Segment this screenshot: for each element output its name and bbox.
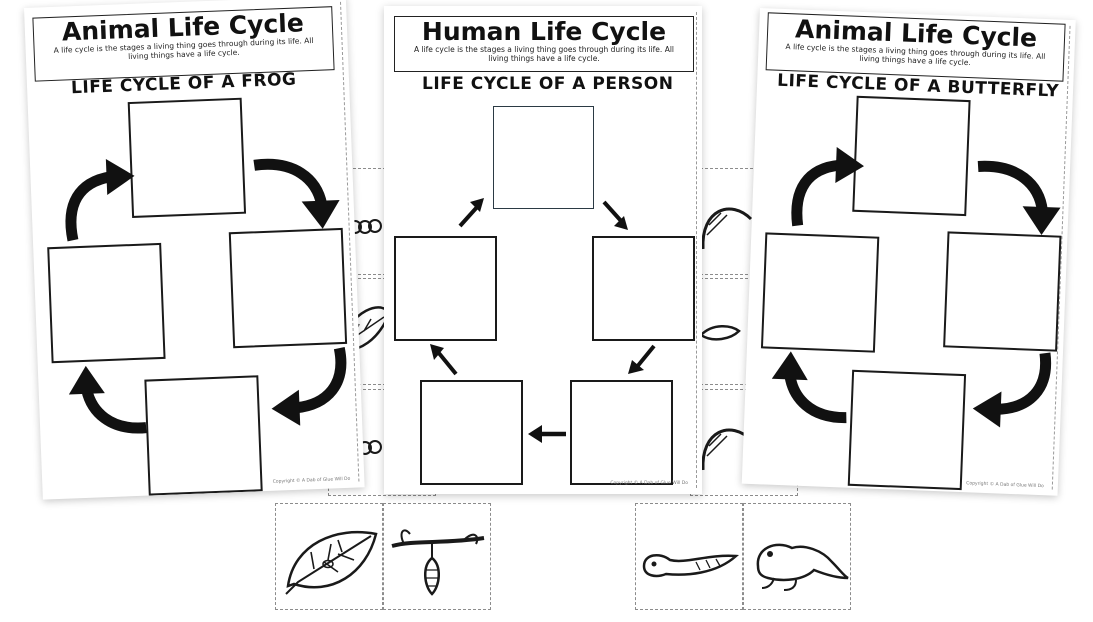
worksheet-person: Human Life Cycle A life cycle is the sta…	[384, 6, 702, 494]
cutout-card-froglet[interactable]	[743, 503, 851, 610]
curved-arrow-icon	[972, 352, 1052, 428]
tadpole-icon	[699, 325, 741, 341]
worksheet-subtitle: LIFE CYCLE OF A PERSON	[422, 74, 674, 94]
chrysalis-icon	[391, 529, 485, 596]
stage-box-bottom[interactable]	[847, 369, 967, 491]
curved-arrow-icon	[253, 158, 340, 229]
cutout-card-leaf[interactable]	[275, 503, 383, 610]
stage-box-upper-right[interactable]	[592, 236, 695, 341]
worksheet-title: Human Life Cycle	[421, 17, 667, 46]
stage-box-left[interactable]	[47, 242, 166, 364]
curved-arrow-icon	[65, 158, 135, 242]
frog-egg-icon	[701, 207, 753, 250]
stage-box-left[interactable]	[760, 232, 880, 353]
froglet-icon	[756, 543, 849, 591]
curved-arrow-icon	[771, 351, 847, 424]
cutout-card-chrysalis[interactable]	[383, 503, 491, 610]
straight-arrow-icon	[528, 425, 566, 443]
copyright-text: Copyright © A Dab of Glue Will Do	[272, 476, 351, 485]
worksheet-frog: Animal Life Cycle A life cycle is the st…	[24, 0, 365, 500]
copyright-text: Copyright © A Dab of Glue Will Do	[966, 481, 1044, 490]
worksheet-title-box: Human Life Cycle A life cycle is the sta…	[394, 16, 694, 72]
worksheet-description: A life cycle is the stages a living thin…	[413, 45, 674, 63]
stage-box-bottom[interactable]	[144, 375, 263, 496]
straight-arrow-icon	[430, 344, 458, 376]
stage-box-lower-right[interactable]	[570, 380, 673, 485]
copyright-text: Copyright © A Dab of Glue Will Do	[610, 481, 688, 486]
curved-arrow-icon	[791, 147, 865, 227]
stage-box-top[interactable]	[493, 106, 594, 209]
worksheet-butterfly: Animal Life Cycle A life cycle is the st…	[741, 8, 1076, 496]
tadpole-icon	[642, 553, 740, 578]
stage-box-top[interactable]	[127, 97, 247, 219]
curved-arrow-icon	[977, 160, 1061, 235]
curved-arrow-icon	[68, 365, 147, 434]
stage-box-lower-left[interactable]	[420, 380, 523, 485]
curved-arrow-icon	[271, 347, 347, 426]
leaf-icon	[285, 530, 378, 595]
straight-arrow-icon	[628, 344, 656, 374]
straight-arrow-icon	[602, 200, 628, 230]
straight-arrow-icon	[458, 198, 484, 228]
stage-box-right[interactable]	[943, 231, 1062, 352]
stage-box-upper-left[interactable]	[394, 236, 497, 341]
cutout-card-tadpole[interactable]	[635, 503, 743, 610]
stage-box-right[interactable]	[228, 227, 348, 349]
stage-box-top[interactable]	[852, 95, 971, 217]
